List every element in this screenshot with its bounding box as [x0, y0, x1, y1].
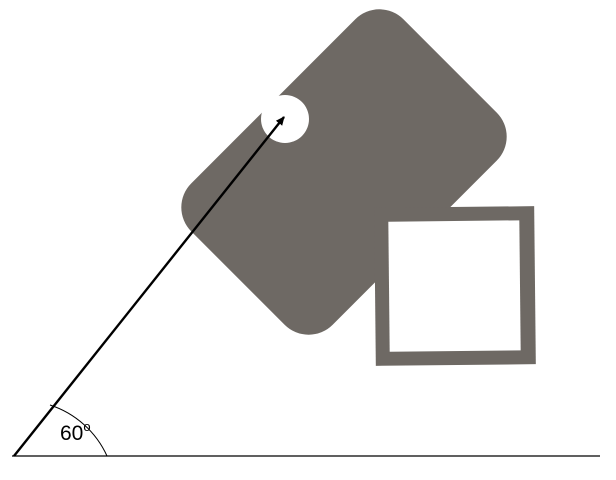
- tag-body: [181, 9, 507, 335]
- angle-arc: [49, 404, 108, 457]
- angle-value: 60: [60, 422, 83, 445]
- angle-label: 60o: [60, 419, 91, 445]
- degree-symbol: o: [83, 419, 90, 434]
- direction-arrow: [13, 116, 285, 457]
- square-frame: [374, 206, 536, 366]
